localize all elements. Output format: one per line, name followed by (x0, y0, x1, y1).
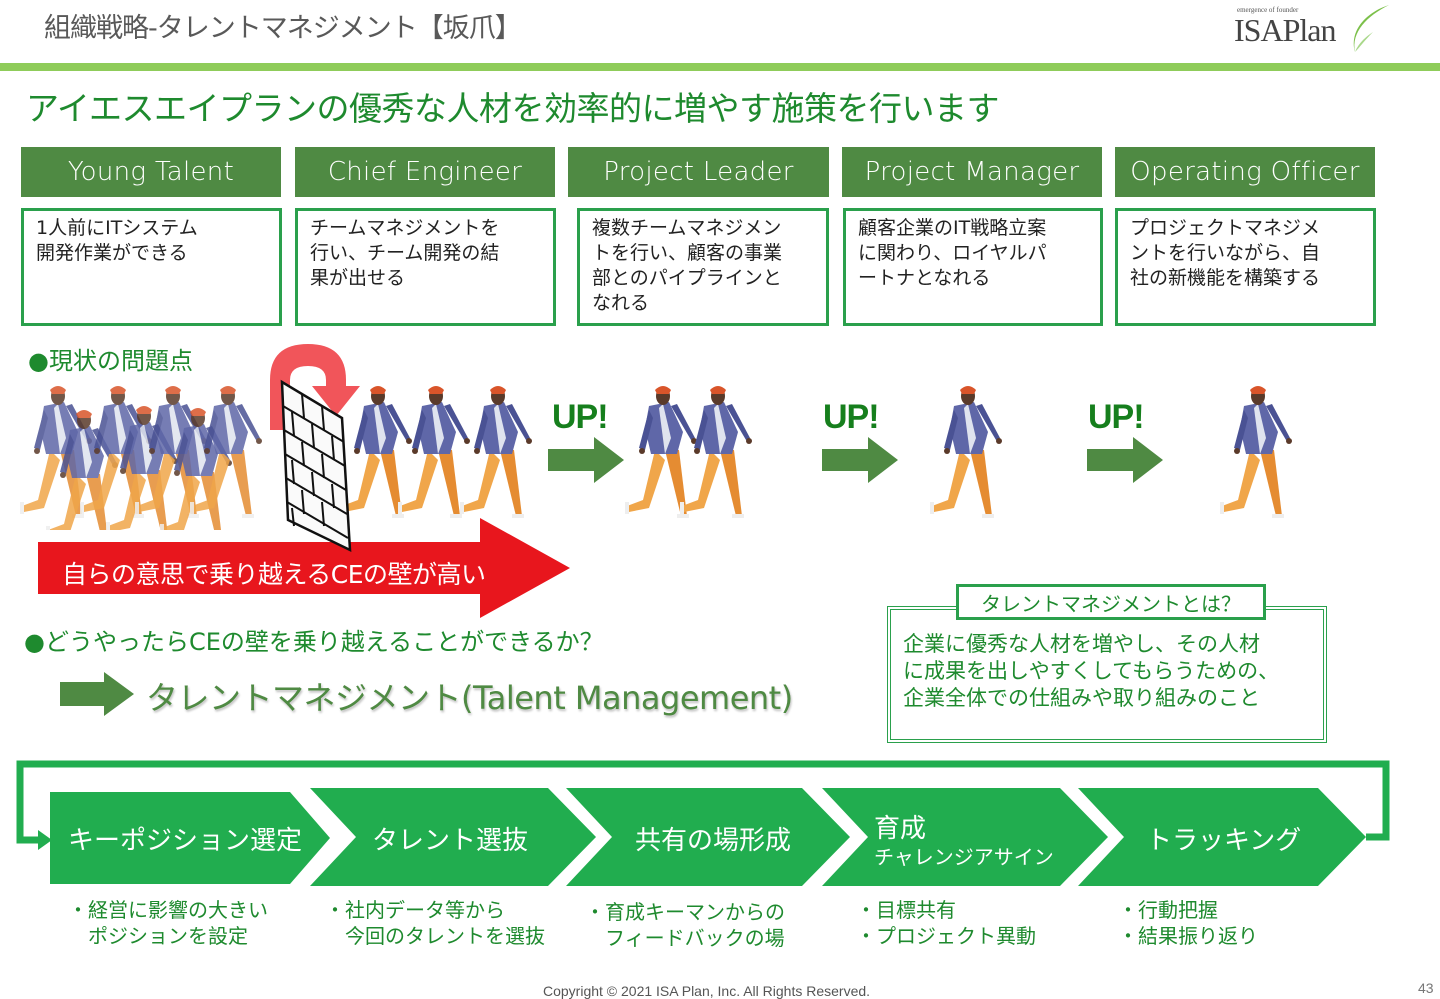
role-header-project-manager: Project Manager (842, 147, 1102, 197)
logo-tagline: emergence of founder (1237, 6, 1299, 14)
role-header-chief-engineer: Chief Engineer (295, 147, 555, 197)
wall-problem-text: 自らの意思で乗り越えるCEの壁が高い (62, 560, 486, 589)
slide-title: 組織戦略-タレントマネジメント【坂爪】 (44, 13, 522, 44)
step-development: 育成 (874, 814, 927, 844)
up-label-2: UP! (823, 398, 880, 436)
answer-arrow-icon (60, 672, 134, 716)
role-header-project-leader: Project Leader (568, 147, 829, 197)
header-divider (0, 63, 1440, 71)
question-label: ●どうやったらCEの壁を乗り越えることができるか？ (24, 628, 604, 656)
problem-label: ●現状の問題点 (28, 347, 193, 375)
step-key-position: キーポジション選定 (68, 826, 303, 856)
role-header-operating-officer: Operating Officer (1115, 147, 1375, 197)
step-talent-selection: タレント選抜 (372, 826, 529, 856)
step-note-development: ・目標共有 ・プロジェクト異動 (856, 898, 1036, 948)
up-label-1: UP! (552, 398, 609, 436)
definition-body: 企業に優秀な人材を増やし、その人材 に成果を出しやすくしてもらうための、 企業全… (903, 632, 1280, 710)
process-loop-connector (16, 760, 1390, 850)
definition-title: タレントマネジメントとは？ (956, 584, 1266, 620)
step-note-tracking: ・行動把握 ・結果振り返り (1118, 898, 1258, 948)
chevron-step-2 (310, 788, 596, 886)
chevron-step-3 (566, 788, 850, 886)
chevron-step-5 (1078, 788, 1366, 886)
chevron-step-1 (50, 792, 330, 884)
headline: アイエスエイプランの優秀な人材を効率的に増やす施策を行います (26, 89, 1000, 128)
role-description-chief-engineer: チームマネジメントを 行い、チーム開発の結 果が出せる (295, 208, 556, 326)
chevron-step-4 (822, 788, 1108, 886)
red-arrow-shape (38, 518, 570, 618)
role-description-young-talent: 1人前にITシステム 開発作業ができる (21, 208, 282, 326)
page-number: 43 (1418, 980, 1434, 996)
step-note-talent-selection: ・社内データ等から 今回のタレントを選抜 (325, 898, 545, 948)
step-development-sub: チャレンジアサイン (874, 845, 1054, 869)
company-logo: emergence of founder ISAPlan (1232, 2, 1402, 62)
up-label-3: UP! (1088, 398, 1145, 436)
role-description-project-leader: 複数チームマネジメン トを行い、顧客の事業 部とのパイプラインと なれる (577, 208, 829, 326)
wall-with-u-turn-icon (270, 344, 360, 553)
role-header-young-talent: Young Talent (21, 147, 281, 197)
role-description-project-manager: 顧客企業のIT戦略立案 に関わり、ロイヤルパ ートナとなれる (843, 208, 1103, 326)
logo-swoosh-icon (1353, 5, 1389, 52)
role-description-operating-officer: プロジェクトマネジメ ントを行いながら、自 社の新機能を構築する (1115, 208, 1376, 326)
copyright: Copyright © 2021 ISA Plan, Inc. All Righ… (543, 983, 871, 999)
right-arrow-icon (822, 437, 898, 483)
step-note-shared-forum: ・育成キーマンからの フィードバックの場 (585, 900, 785, 950)
process-flow-chevrons (50, 788, 1366, 886)
step-shared-forum: 共有の場形成 (635, 826, 792, 856)
right-arrow-icon (1087, 437, 1163, 483)
answer-talent-management: タレントマネジメント(Talent Management) (146, 679, 793, 717)
step-tracking: トラッキング (1146, 826, 1302, 856)
logo-name: ISAPlan (1234, 12, 1336, 48)
step-note-key-position: ・経営に影響の大きい ポジションを設定 (68, 898, 268, 948)
right-arrow-icon (548, 437, 624, 483)
